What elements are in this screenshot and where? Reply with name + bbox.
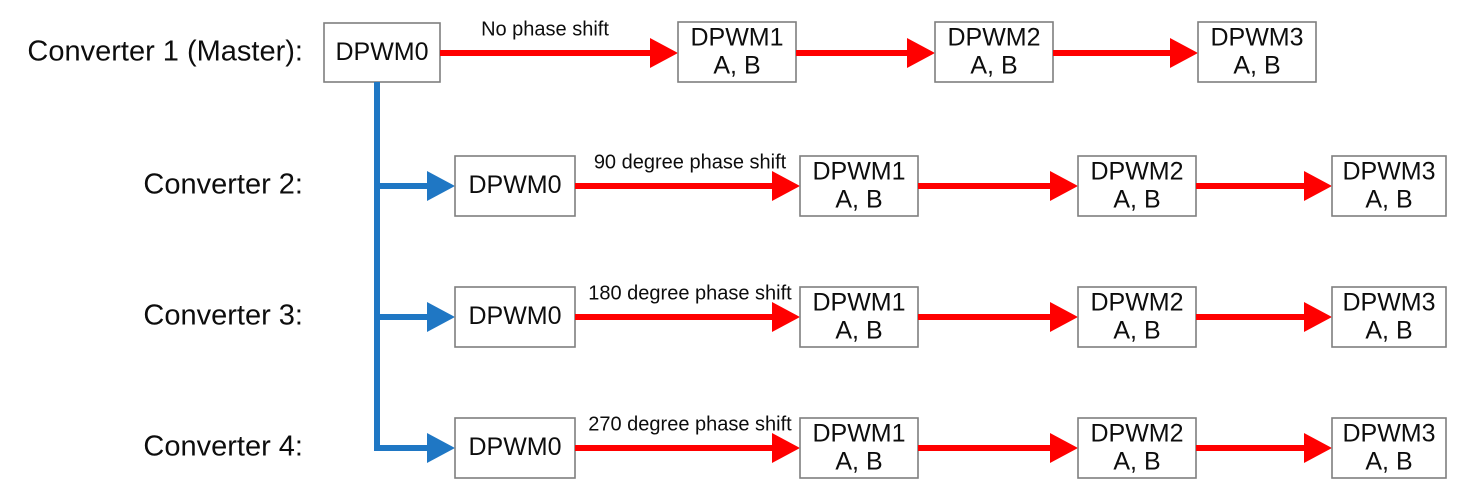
box-rect — [799, 286, 919, 348]
arrow-label-phase-shift-row3: 180 degree phase shift — [588, 282, 792, 304]
arrow-row4-dpwm0-to-dpwm1: 270 degree phase shift — [575, 413, 800, 463]
arrow-row1-dpwm0-to-dpwm1: No phase shift — [440, 18, 678, 68]
box-row3-dpwm2[interactable]: DPWM2 A, B — [1077, 286, 1197, 348]
arrow-head — [772, 171, 800, 201]
row-label-converter-1: Converter 1 (Master): — [27, 36, 303, 68]
arrow-head — [1050, 302, 1078, 332]
arrow-label-phase-shift-row2: 90 degree phase shift — [594, 151, 787, 173]
box-label-line1: DPWM1 — [690, 24, 783, 52]
box-row4-dpwm1[interactable]: DPWM1 A, B — [799, 417, 919, 479]
box-rect — [454, 286, 576, 348]
box-label-line2: A, B — [1113, 448, 1160, 476]
box-label-line1: DPWM2 — [947, 24, 1040, 52]
box-row2-dpwm1[interactable]: DPWM1 A, B — [799, 155, 919, 217]
master-sync-bus — [374, 82, 455, 463]
box-label-line2: A, B — [1365, 448, 1412, 476]
arrow-head — [1304, 433, 1332, 463]
box-label-line2: A, B — [1113, 317, 1160, 345]
box-row3-dpwm0[interactable]: DPWM0 — [454, 286, 576, 348]
arrow-label-phase-shift-row1: No phase shift — [481, 18, 609, 40]
box-rect — [1077, 155, 1197, 217]
sync-branch-row2-arrow-head — [427, 171, 455, 201]
arrow-head — [650, 38, 678, 68]
arrow-head — [1170, 38, 1198, 68]
box-rect — [677, 21, 797, 83]
box-label-line1: DPWM2 — [1090, 420, 1183, 448]
box-label-line1: DPWM2 — [1090, 158, 1183, 186]
box-row2-dpwm3[interactable]: DPWM3 A, B — [1331, 155, 1447, 217]
box-rect — [1331, 417, 1447, 479]
box-label-line1: DPWM0 — [335, 38, 428, 66]
box-label-line2: A, B — [1113, 186, 1160, 214]
arrow-row4-dpwm1-to-dpwm2 — [918, 433, 1078, 463]
box-rect — [323, 22, 441, 83]
arrow-row3-dpwm2-to-dpwm3 — [1196, 302, 1332, 332]
box-label-line2: A, B — [835, 317, 882, 345]
arrow-row3-dpwm0-to-dpwm1: 180 degree phase shift — [575, 282, 800, 332]
box-label-line2: A, B — [713, 52, 760, 80]
arrow-row2-dpwm1-to-dpwm2 — [918, 171, 1078, 201]
arrow-row4-dpwm2-to-dpwm3 — [1196, 433, 1332, 463]
box-label-line1: DPWM3 — [1342, 420, 1435, 448]
box-label-line2: A, B — [835, 448, 882, 476]
box-row2-dpwm0[interactable]: DPWM0 — [454, 155, 576, 217]
box-label-line2: A, B — [835, 186, 882, 214]
row-label-converter-2: Converter 2: — [143, 169, 303, 201]
arrow-head — [772, 302, 800, 332]
box-rect — [1077, 417, 1197, 479]
box-rect — [1331, 155, 1447, 217]
box-rect — [1331, 286, 1447, 348]
box-row4-dpwm0[interactable]: DPWM0 — [454, 417, 576, 479]
sync-branch-row4-arrow-head — [427, 433, 455, 463]
box-row2-dpwm2[interactable]: DPWM2 A, B — [1077, 155, 1197, 217]
box-row3-dpwm3[interactable]: DPWM3 A, B — [1331, 286, 1447, 348]
arrow-head — [1050, 433, 1078, 463]
arrow-head — [907, 38, 935, 68]
arrow-row2-dpwm2-to-dpwm3 — [1196, 171, 1332, 201]
arrow-label-phase-shift-row4: 270 degree phase shift — [588, 413, 792, 435]
box-rect — [1197, 21, 1317, 83]
box-label-line2: A, B — [1365, 186, 1412, 214]
box-row1-dpwm2[interactable]: DPWM2 A, B — [934, 21, 1054, 83]
box-label-line1: DPWM2 — [1090, 289, 1183, 317]
box-rect — [934, 21, 1054, 83]
box-label-line1: DPWM0 — [468, 171, 561, 199]
arrow-row1-dpwm2-to-dpwm3 — [1053, 38, 1198, 68]
arrow-head — [1304, 171, 1332, 201]
arrow-head — [772, 433, 800, 463]
box-row1-dpwm3[interactable]: DPWM3 A, B — [1197, 21, 1317, 83]
box-label-line1: DPWM0 — [468, 433, 561, 461]
box-rect — [454, 155, 576, 217]
box-rect — [454, 417, 576, 479]
box-label-line2: A, B — [1365, 317, 1412, 345]
arrow-row3-dpwm1-to-dpwm2 — [918, 302, 1078, 332]
box-label-line2: A, B — [970, 52, 1017, 80]
arrow-row2-dpwm0-to-dpwm1: 90 degree phase shift — [575, 151, 800, 201]
box-label-line1: DPWM3 — [1342, 289, 1435, 317]
box-label-line1: DPWM1 — [812, 420, 905, 448]
box-rect — [799, 155, 919, 217]
arrow-row1-dpwm1-to-dpwm2 — [796, 38, 935, 68]
box-row4-dpwm3[interactable]: DPWM3 A, B — [1331, 417, 1447, 479]
box-label-line1: DPWM1 — [812, 158, 905, 186]
box-label-line1: DPWM1 — [812, 289, 905, 317]
arrow-head — [1304, 302, 1332, 332]
box-row4-dpwm2[interactable]: DPWM2 A, B — [1077, 417, 1197, 479]
box-label-line1: DPWM3 — [1210, 24, 1303, 52]
box-row1-dpwm1[interactable]: DPWM1 A, B — [677, 21, 797, 83]
sync-branch-row3-arrow-head — [427, 302, 455, 332]
box-row1-dpwm0[interactable]: DPWM0 — [323, 22, 441, 83]
row-label-converter-3: Converter 3: — [143, 300, 303, 332]
box-rect — [1077, 286, 1197, 348]
box-row3-dpwm1[interactable]: DPWM1 A, B — [799, 286, 919, 348]
box-label-line1: DPWM0 — [468, 302, 561, 330]
box-label-line1: DPWM3 — [1342, 158, 1435, 186]
row-label-converter-4: Converter 4: — [143, 431, 303, 463]
box-label-line2: A, B — [1233, 52, 1280, 80]
arrow-head — [1050, 171, 1078, 201]
box-rect — [799, 417, 919, 479]
